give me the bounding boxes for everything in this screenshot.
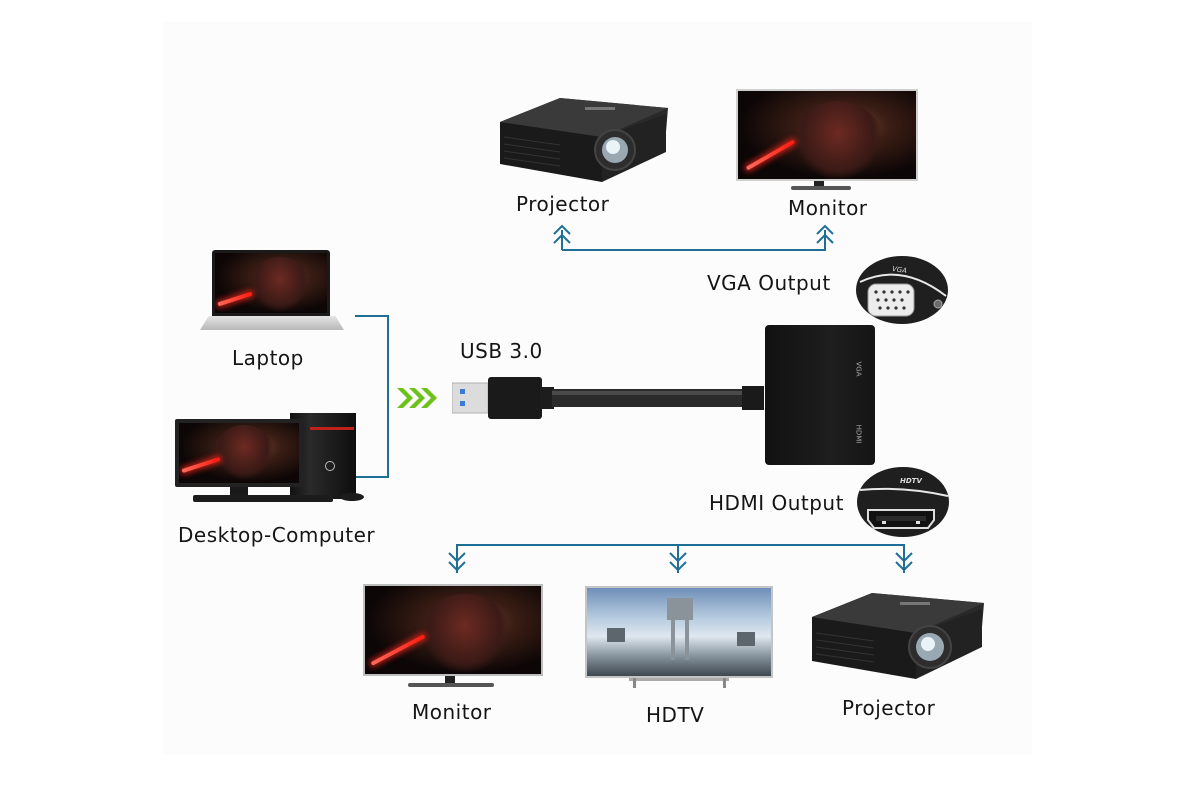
hdmi-port-closeup: HDTV [856,466,950,538]
vga-port-closeup: VGA [854,254,950,324]
hdtv-label: HDTV [646,703,705,727]
hdmi-port-icon [857,467,949,537]
adapter-vga-port-label: VGA [854,361,863,377]
source-bracket-line [353,315,389,478]
hdtv-device [585,586,773,690]
green-chevrons-icon [397,384,439,412]
vga-monitor-label: Monitor [788,196,868,220]
projector-icon [500,98,668,182]
up-arrow-icon [816,224,834,244]
usb-label: USB 3.0 [460,339,543,363]
vga-projector-label: Projector [516,192,610,216]
laptop-label: Laptop [232,346,304,370]
vga-output-line-2 [562,230,826,251]
hdmi-monitor-label: Monitor [412,700,492,724]
down-arrow-icon [669,552,687,572]
hdmi-output-label: HDMI Output [709,491,844,515]
usb-connector [451,375,772,425]
desktop-computer-label: Desktop-Computer [178,523,376,547]
vga-monitor-device [736,89,918,193]
hdmi-port-caption: HDTV [900,477,922,485]
usb-to-vga-hdmi-adapter: VGA HDMI [765,325,875,465]
laptop-device [198,250,346,332]
vga-output-label: VGA Output [707,271,831,295]
up-arrow-icon [553,224,571,244]
projector-icon [812,593,984,679]
hdmi-output-line [456,544,905,573]
vga-projector-device [490,92,670,187]
hdmi-projector-device [802,585,986,685]
monitor-icon [736,89,918,181]
monitor-icon [363,584,543,676]
down-arrow-icon [895,552,913,572]
vga-port-icon [856,256,948,324]
usb-to-vga-hdmi-adapter-icon [765,325,875,465]
desktop-computer-device [175,405,375,507]
usb-connector-icon [451,377,764,419]
hdmi-projector-label: Projector [842,696,936,720]
adapter-hdmi-port-label: HDMI [854,424,863,444]
down-arrow-icon [448,552,466,572]
hdmi-monitor-device [363,584,543,690]
hdtv-icon [585,586,773,678]
